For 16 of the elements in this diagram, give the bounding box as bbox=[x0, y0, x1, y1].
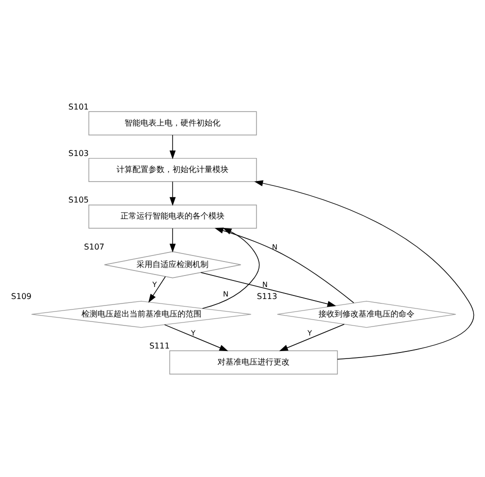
arrow bbox=[170, 228, 176, 252]
edge-label: N bbox=[262, 280, 268, 289]
edge-label: N bbox=[272, 242, 278, 252]
arrow bbox=[279, 324, 345, 352]
arrow bbox=[200, 272, 336, 307]
edge-label: N bbox=[223, 290, 228, 299]
edge-label: Y bbox=[152, 280, 157, 290]
edge-label: Y bbox=[307, 328, 312, 338]
arrow bbox=[202, 228, 260, 309]
arrow bbox=[214, 228, 354, 304]
arrow bbox=[170, 134, 176, 160]
arrow bbox=[164, 324, 228, 352]
arrow bbox=[148, 276, 166, 303]
edge-label: Y bbox=[191, 328, 196, 338]
arrow bbox=[254, 180, 474, 360]
arrow bbox=[170, 181, 176, 206]
